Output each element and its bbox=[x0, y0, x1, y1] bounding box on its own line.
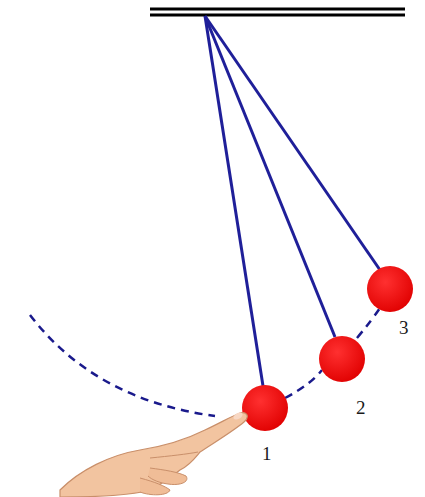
pendulum-string bbox=[205, 16, 263, 386]
pendulum-ball bbox=[242, 385, 288, 431]
swing-path bbox=[285, 370, 322, 398]
pendulum-ball bbox=[367, 266, 413, 312]
pendulum-string bbox=[205, 16, 380, 270]
swing-path bbox=[357, 308, 380, 338]
ceiling-line bbox=[150, 8, 405, 11]
pointing-hand bbox=[60, 411, 247, 497]
callout-number: 1 bbox=[262, 444, 272, 463]
ceiling-line bbox=[150, 14, 405, 17]
swing-path bbox=[30, 315, 215, 416]
callout-number: 3 bbox=[399, 318, 409, 337]
pendulum-ball bbox=[319, 336, 365, 382]
callout-number: 2 bbox=[356, 398, 366, 417]
